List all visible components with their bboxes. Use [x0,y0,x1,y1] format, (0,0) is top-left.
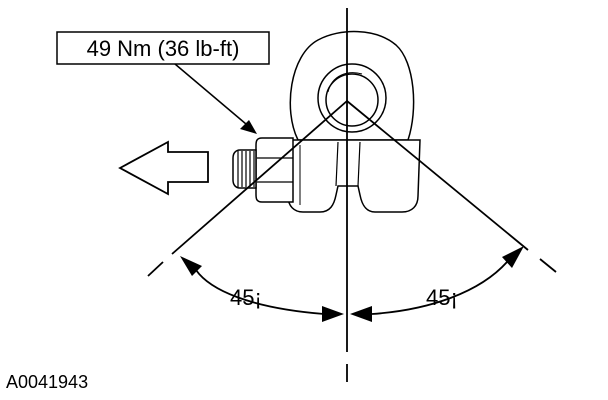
clamp-bore-inner [325,73,379,127]
angle-line-right [346,100,529,251]
angle-line-left [171,100,348,255]
angle-label-left: 45¡ [230,285,262,310]
angle-label-right: 45¡ [426,285,458,310]
bolt-threads [237,151,255,187]
torque-callout-box [56,31,270,65]
callout-leader-line [174,63,247,125]
threaded-bolt [232,149,257,189]
terminal-clamp [232,30,421,213]
angle-line-right-dash [539,258,557,273]
right-arc-arrowhead-bottom [350,306,372,322]
torque-callout: 49 Nm (36 lb-ft) [56,31,270,134]
left-arc-arrowhead-bottom [322,306,344,322]
callout-leader-arrowhead [240,120,257,134]
angle-line-left-dash [147,261,164,277]
direction-arrow [118,140,209,196]
right-arc-arrowhead-top [502,246,524,268]
clamp-body [287,139,421,213]
clamp-head [289,30,415,141]
figure-id: A0041943 [6,372,88,392]
clamp-bore-shade [327,72,363,93]
left-arc-arrowhead-top [180,256,202,276]
left-angle-arc [180,256,344,322]
torque-label: 49 Nm (36 lb-ft) [87,36,240,61]
right-angle-arc [350,246,524,322]
clamp-bore-outer [317,63,387,133]
hex-nut [255,137,294,203]
clamp-slot-right [357,141,361,187]
clamp-slot-left [335,141,339,187]
